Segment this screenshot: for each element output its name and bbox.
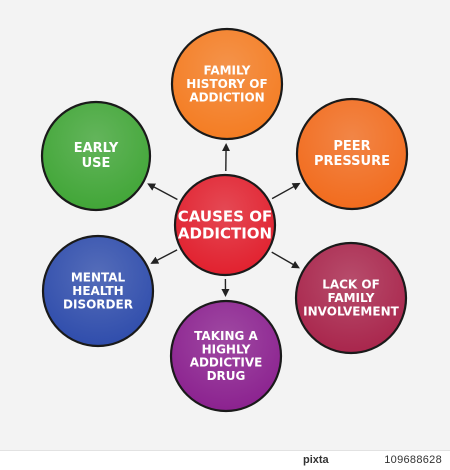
node-family-history-label-line: ADDICTION (189, 90, 264, 104)
node-mental-health-disorder-label-line: DISORDER (63, 297, 133, 311)
central-node-label-line: ADDICTION (178, 224, 272, 242)
node-family-history-label-line: HISTORY OF (186, 77, 267, 91)
node-mental-health-disorder-label-line: HEALTH (72, 284, 123, 298)
node-family-history-label-line: FAMILY (204, 64, 251, 78)
node-early-use-label-line: USE (82, 156, 111, 171)
node-peer-pressure-label-line: PRESSURE (314, 154, 390, 169)
connector-arrow-mental-health-disorder (152, 250, 177, 263)
connector-arrow-early-use (149, 184, 178, 199)
node-highly-addictive-drug-label-line: HIGHLY (202, 342, 251, 356)
node-early-use-label-line: EARLY (74, 141, 119, 156)
connector-arrow-lack-of-family-involvement (272, 252, 299, 267)
footer-bar: pixta 109688628 (0, 450, 450, 470)
node-highly-addictive-drug-label-line: DRUG (207, 369, 246, 383)
node-lack-of-family-involvement-label-line: INVOLVEMENT (303, 304, 399, 318)
node-peer-pressure-label-line: PEER (333, 139, 370, 154)
brand-logo: pixta (303, 454, 329, 466)
connector-arrow-peer-pressure (272, 184, 299, 199)
central-node-label-line: CAUSES OF (178, 208, 272, 226)
node-mental-health-disorder-label-line: MENTAL (71, 271, 126, 285)
node-highly-addictive-drug-label-line: TAKING A (194, 329, 258, 343)
node-highly-addictive-drug-label-line: ADDICTIVE (190, 356, 263, 370)
image-id: 109688628 (384, 454, 442, 466)
node-lack-of-family-involvement-label-line: LACK OF (322, 278, 380, 292)
node-lack-of-family-involvement-label-line: FAMILY (328, 291, 375, 305)
